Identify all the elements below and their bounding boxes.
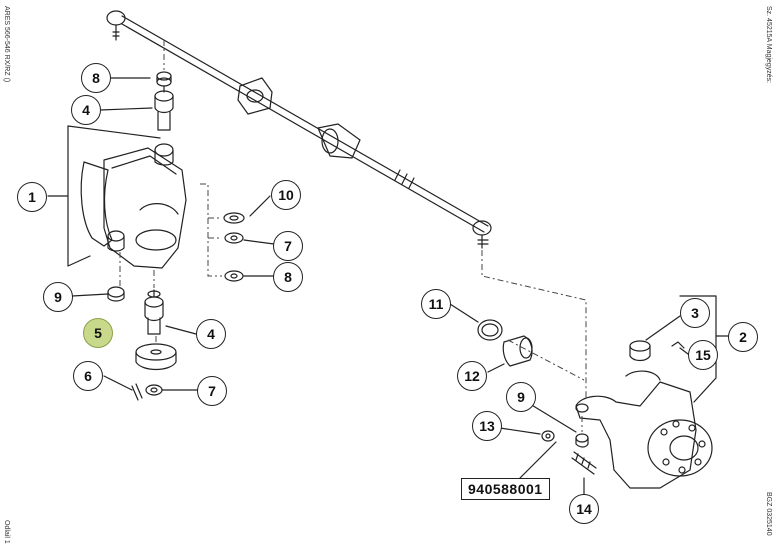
callout-3[interactable]: 3: [680, 298, 710, 328]
upper-ball-joint: [154, 71, 174, 131]
callout-5-highlighted[interactable]: 5: [83, 318, 113, 348]
callout-6[interactable]: 6: [73, 361, 103, 391]
callout-4-upper[interactable]: 4: [71, 95, 101, 125]
callout-7-lower[interactable]: 7: [197, 376, 227, 406]
callout-8-middle[interactable]: 8: [273, 262, 303, 292]
callout-12[interactable]: 12: [457, 361, 487, 391]
callout-10[interactable]: 10: [271, 180, 301, 210]
right-knuckle: [575, 295, 731, 489]
lower-ball-joint: [144, 289, 164, 335]
callout-14[interactable]: 14: [569, 494, 599, 524]
callout-2[interactable]: 2: [728, 322, 758, 352]
callout-9-right[interactable]: 9: [506, 382, 536, 412]
callout-4-lower[interactable]: 4: [196, 319, 226, 349]
part-number-box[interactable]: 940588001: [461, 478, 550, 500]
callout-11[interactable]: 11: [421, 289, 451, 319]
callout-7-middle[interactable]: 7: [273, 231, 303, 261]
callout-9-left[interactable]: 9: [43, 282, 73, 312]
callout-8-upper[interactable]: 8: [81, 63, 111, 93]
bolt-6-nut-7: [131, 383, 163, 401]
left-knuckle: [47, 125, 187, 269]
tie-rod: [106, 10, 492, 249]
callout-15[interactable]: 15: [688, 340, 718, 370]
callout-13[interactable]: 13: [472, 411, 502, 441]
part-5-cap: [135, 343, 177, 371]
callout-1[interactable]: 1: [17, 182, 47, 212]
